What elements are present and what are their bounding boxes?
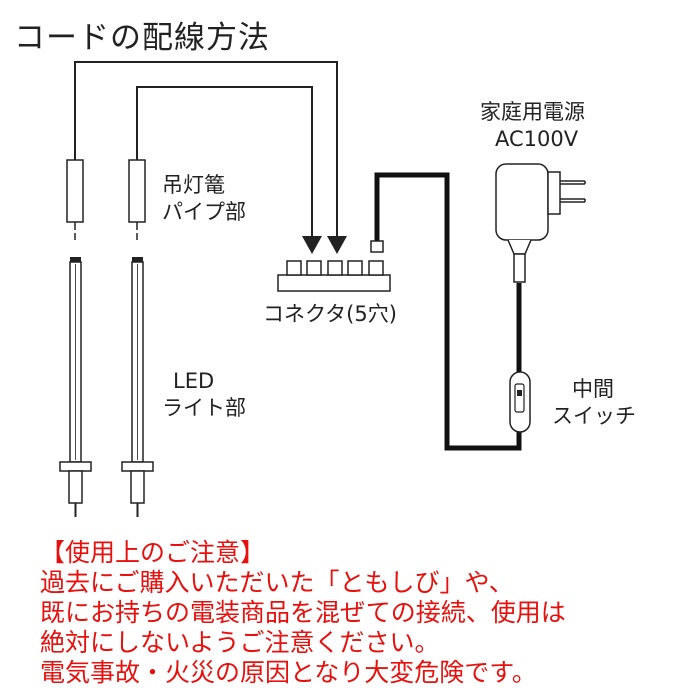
switch-label-line1: 中間 (572, 377, 614, 401)
caution-line-3: 絶対にしないようご注意ください。 (40, 628, 440, 657)
pipe-part-label-line2: パイプ部 (162, 200, 246, 224)
switch-label-line2: スイッチ (552, 404, 636, 428)
caution-line-2: 既にお持ちの電装商品を混ぜての接続、使用は (40, 598, 566, 627)
led-part-label-line2: ライト部 (162, 396, 246, 420)
power-cord (374, 172, 522, 451)
connector-block (277, 260, 391, 292)
caution-notice: 【使用上のご注意】 過去にご購入いただいた「ともしび」や、 既にお持ちの電装商品… (40, 538, 566, 688)
inline-switch (509, 371, 531, 433)
led-light-part-2 (121, 257, 154, 517)
led-part-label-line1: LED (173, 369, 215, 393)
caution-line-1: 過去にご購入いただいた「ともしび」や、 (40, 568, 514, 597)
cord-wire-2 (136, 86, 313, 238)
pipe-part-label-line1: 吊灯篭 (162, 173, 225, 197)
caution-line-4: 電気事故・火災の原因となり大変危険です。 (40, 658, 537, 687)
power-label-line1: 家庭用電源 (480, 100, 585, 124)
arrow-head-1 (327, 236, 347, 254)
pipe-part-1 (66, 137, 84, 240)
power-label-line2: AC100V (495, 127, 579, 151)
caution-heading: 【使用上のご注意】 (40, 538, 266, 567)
ac-adapter (495, 163, 586, 283)
led-light-part-1 (59, 257, 92, 517)
arrow-head-2 (302, 236, 322, 254)
pipe-part-2 (128, 137, 146, 240)
cord-plug (370, 240, 384, 253)
cord-wire-1 (74, 61, 338, 238)
connector-label: コネクタ(5穴) (263, 302, 397, 326)
diagram-title: コードの配線方法 (14, 20, 270, 56)
